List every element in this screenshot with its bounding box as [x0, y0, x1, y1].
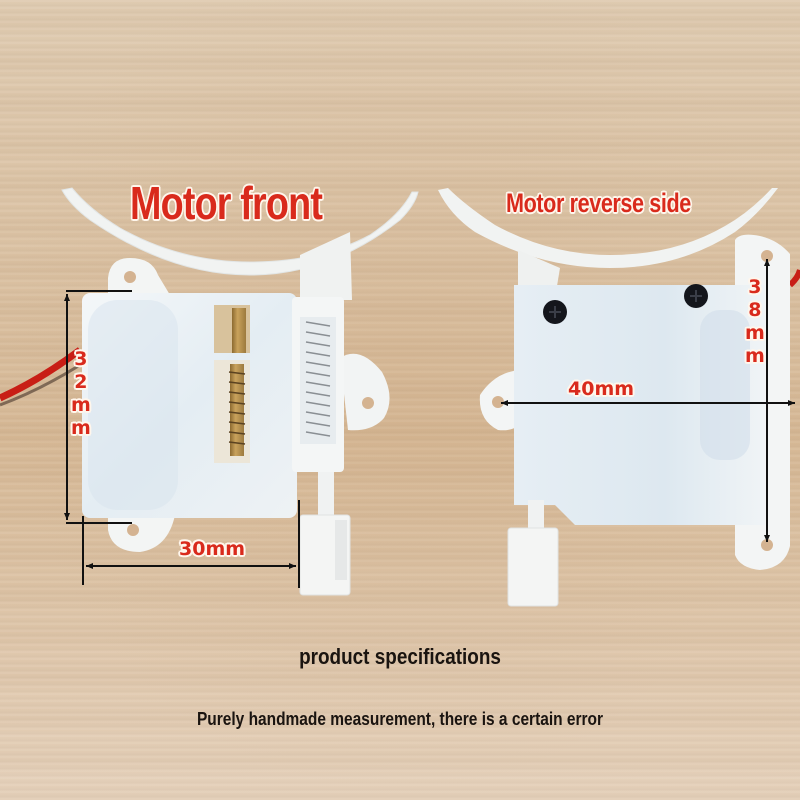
dim-char: m	[745, 345, 765, 367]
dim-char: 2	[74, 371, 88, 393]
caption-measurement-note: Purely handmade measurement, there is a …	[196, 709, 604, 729]
dimension-label-30mm: 30mm	[179, 538, 246, 560]
dim-char: m	[71, 417, 91, 439]
spring	[305, 321, 331, 437]
dim-char: m	[71, 394, 91, 416]
dim-char: 3	[74, 348, 88, 370]
screw-icon	[543, 284, 708, 324]
caption-product-specifications: product specifications	[299, 644, 501, 669]
dimension-label-40mm: 40mm	[568, 378, 635, 400]
title-motor-front: Motor front	[130, 177, 323, 229]
dim-char: 8	[748, 299, 762, 321]
title-motor-reverse-side: Motor reverse side	[506, 188, 691, 218]
dimension-label-32mm: 3 2 m m	[71, 348, 91, 440]
motor-front-view	[0, 187, 419, 596]
red-wire-left	[0, 347, 83, 402]
red-wire-right	[787, 269, 800, 288]
dimension-lines	[64, 259, 795, 588]
dimension-label-38mm: 3 8 m m	[745, 276, 765, 368]
dim-char: m	[745, 322, 765, 344]
dim-char: 3	[748, 276, 762, 298]
